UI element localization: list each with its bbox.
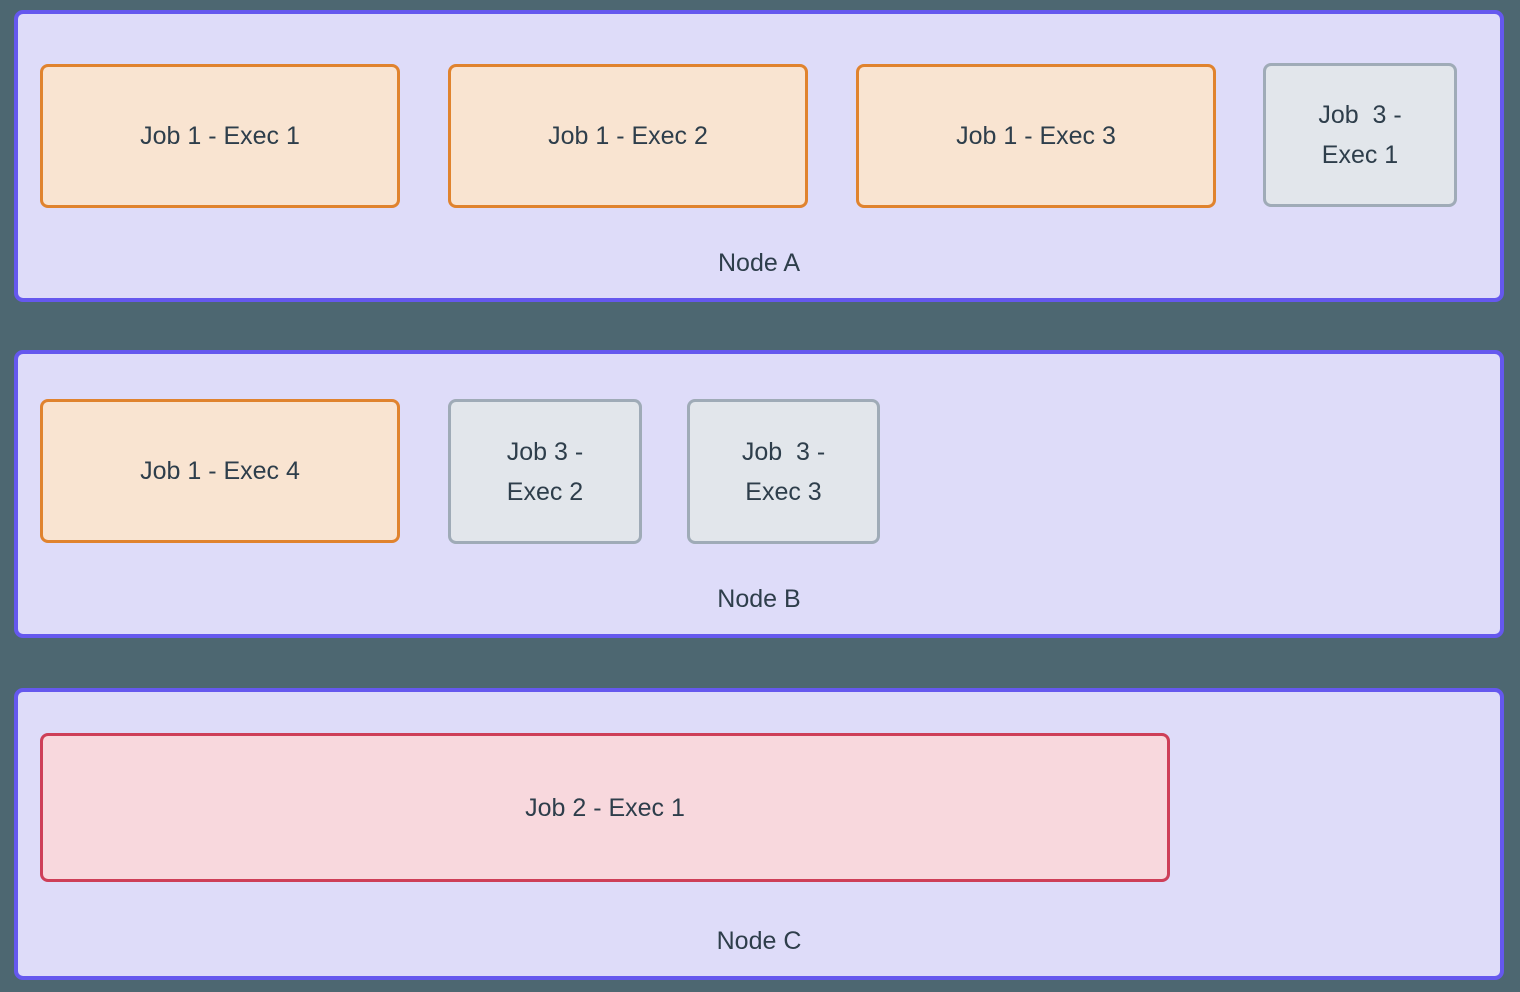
job1-exec4-box: Job 1 - Exec 4: [40, 399, 400, 543]
node-b-label: Node B: [717, 585, 801, 613]
job3-exec2-label: Job 3 - Exec 2: [506, 437, 584, 506]
node-b: Job 1 - Exec 4 Job 3 - Exec 2 Job 3 - Ex…: [14, 350, 1504, 638]
job1-exec1-label: Job 1 - Exec 1: [140, 122, 300, 150]
job1-exec3-label: Job 1 - Exec 3: [956, 122, 1116, 150]
node-c-label: Node C: [716, 927, 802, 955]
job1-exec2-box: Job 1 - Exec 2: [448, 64, 808, 208]
node-a-label: Node A: [717, 249, 800, 277]
job3-exec2-box: Job 3 - Exec 2: [448, 399, 642, 544]
job3-exec1-box: Job 3 - Exec 1: [1263, 63, 1457, 207]
node-c: Job 2 - Exec 1 Node C: [14, 688, 1504, 980]
job2-exec1-label: Job 2 - Exec 1: [525, 793, 685, 822]
job1-exec1-box: Job 1 - Exec 1: [40, 64, 400, 208]
job3-exec1-label: Job 3 - Exec 1: [1318, 101, 1402, 169]
job3-exec3-box: Job 3 - Exec 3: [687, 399, 880, 544]
node-a: Job 1 - Exec 1 Job 1 - Exec 2 Job 1 - Ex…: [14, 10, 1504, 302]
job2-exec1-box: Job 2 - Exec 1: [40, 733, 1170, 882]
job1-exec3-box: Job 1 - Exec 3: [856, 64, 1216, 208]
job3-exec3-label: Job 3 - Exec 3: [741, 437, 826, 506]
job1-exec4-label: Job 1 - Exec 4: [140, 457, 300, 485]
job1-exec2-label: Job 1 - Exec 2: [548, 122, 708, 150]
